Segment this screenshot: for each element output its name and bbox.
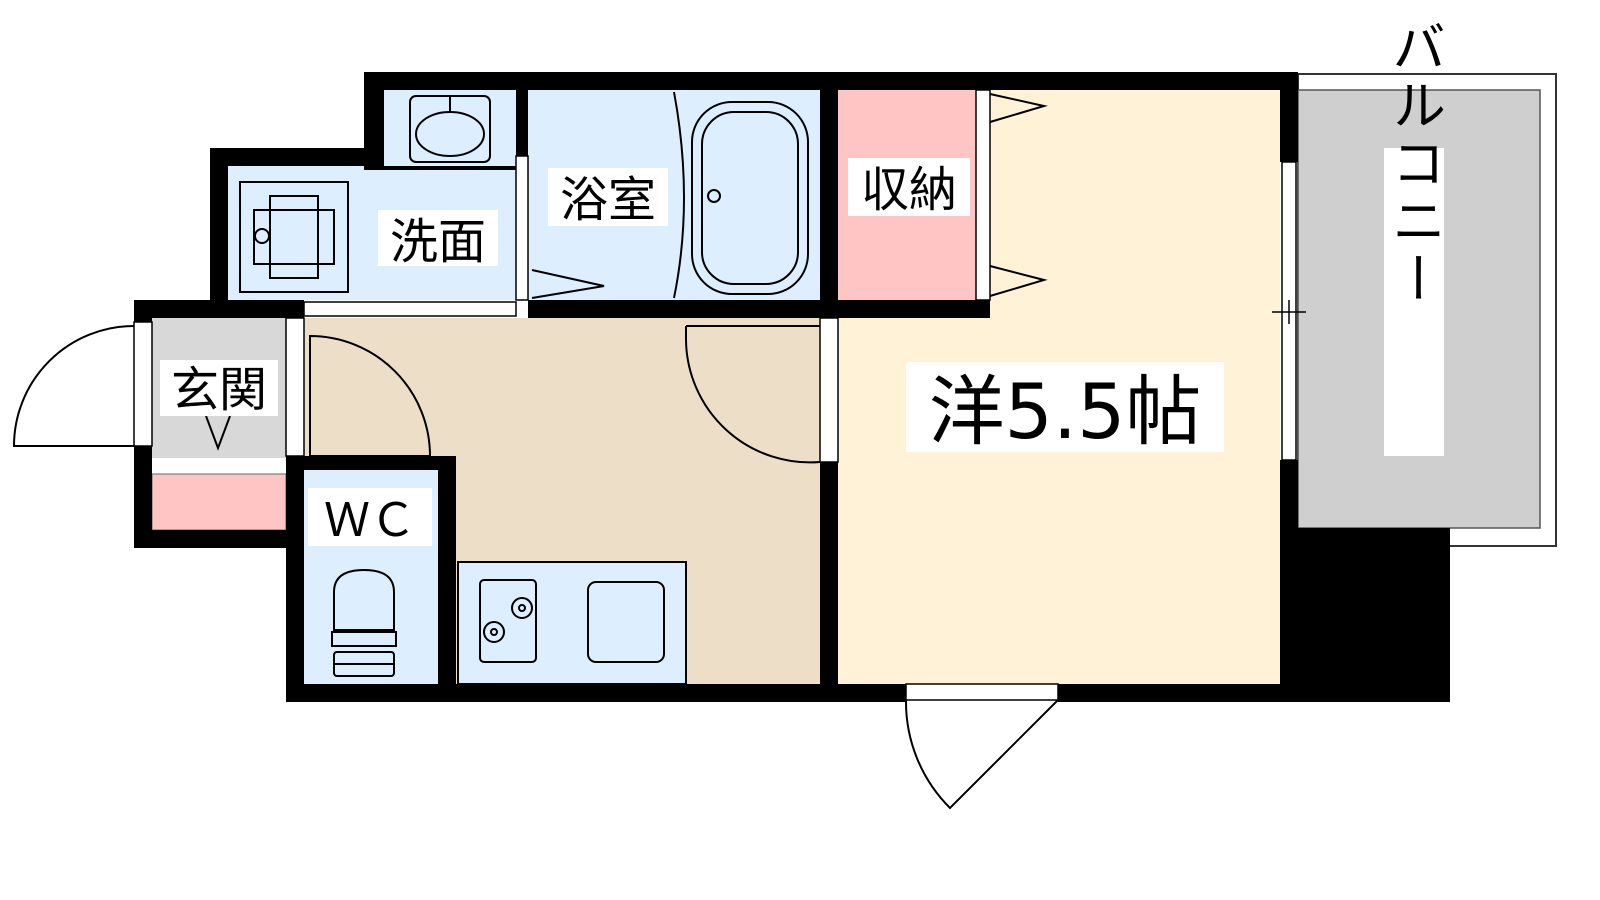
washing-machine-icon bbox=[239, 181, 349, 293]
western-room-label: 洋5.5帖 bbox=[929, 367, 1202, 456]
bathtub-icon bbox=[673, 91, 809, 299]
washroom-label: 洗面 bbox=[390, 214, 486, 270]
label-western-room: 洋5.5帖 bbox=[906, 362, 1224, 456]
storage-label: 収納 bbox=[861, 162, 957, 218]
label-storage: 収納 bbox=[848, 158, 970, 218]
label-washroom: 洗面 bbox=[378, 210, 498, 270]
bathroom-label: 浴室 bbox=[560, 172, 656, 228]
kitchen-sink-icon bbox=[587, 581, 665, 663]
label-balcony: バルコニー bbox=[1383, 19, 1446, 456]
shoe-box bbox=[151, 473, 287, 531]
toilet-label: ＷＣ bbox=[324, 493, 416, 547]
balcony-label: バルコニー bbox=[1383, 19, 1446, 309]
label-entrance: 玄関 bbox=[160, 360, 278, 418]
stove-icon bbox=[479, 579, 537, 663]
sink-icon bbox=[409, 95, 491, 163]
window-frames bbox=[133, 89, 1297, 701]
label-toilet: ＷＣ bbox=[308, 488, 432, 547]
door-swing-icon bbox=[12, 93, 1059, 810]
toilet-icon bbox=[331, 568, 397, 677]
entrance-label: 玄関 bbox=[171, 362, 267, 418]
label-bathroom: 浴室 bbox=[548, 168, 668, 228]
